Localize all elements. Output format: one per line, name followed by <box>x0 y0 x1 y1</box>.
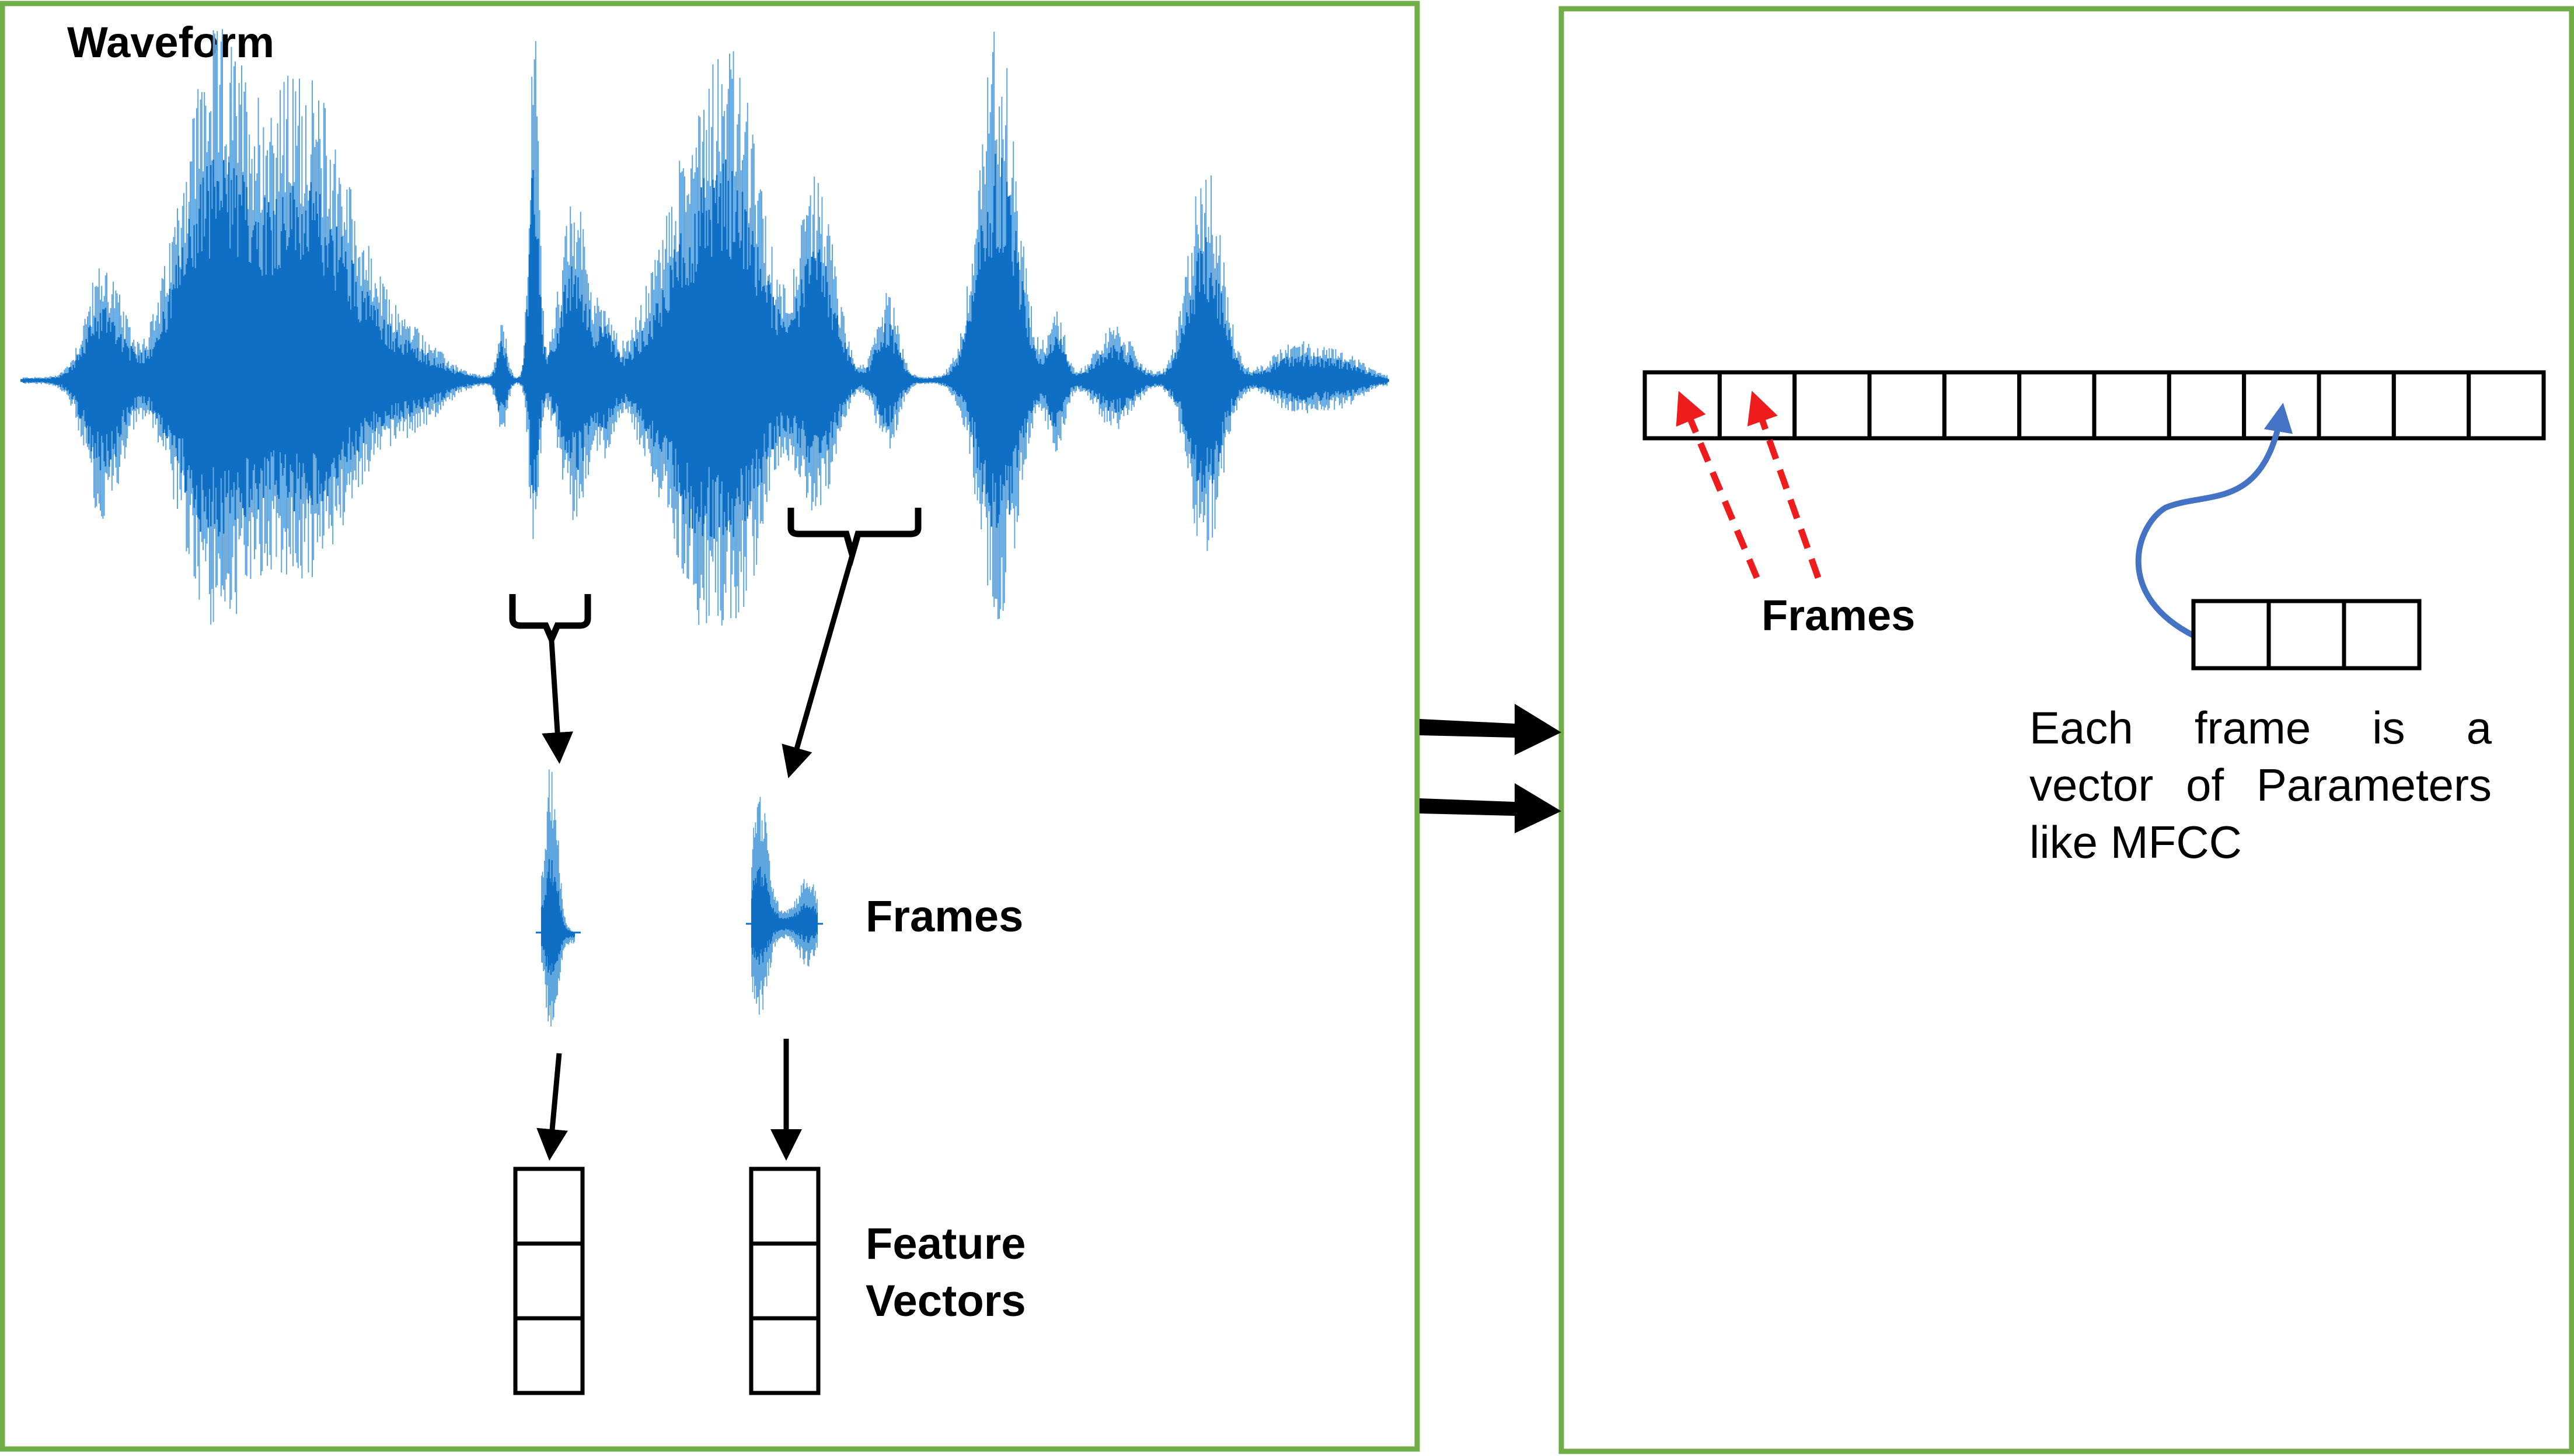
description-line-2: vector of Parameters <box>2029 759 2492 811</box>
red-dashed-arrow-1 <box>1676 390 1760 579</box>
panel-connector-arrows <box>1419 704 1561 833</box>
frame-cell <box>2017 370 2097 441</box>
blue-curved-arrow <box>2135 403 2293 639</box>
arrow-bracket2-to-frame2 <box>782 554 855 778</box>
right-panel <box>1558 6 2574 1454</box>
frame-bracket-2 <box>787 508 922 567</box>
speech-waveform <box>20 29 1389 626</box>
feature-vector-2 <box>749 1167 821 1395</box>
arrow-frame1-to-vector1 <box>536 1053 568 1161</box>
right-frames-label: Frames <box>1762 591 1915 640</box>
parameter-vector <box>2191 599 2422 671</box>
frame-cell <box>1717 370 1797 441</box>
description-line-3: like MFCC <box>2029 816 2242 868</box>
waveform-title: Waveform <box>67 18 274 67</box>
frame-bracket-1 <box>509 594 591 647</box>
extracted-frame-2 <box>746 797 823 1015</box>
frame-cell <box>2317 370 2396 441</box>
arrow-bracket1-to-frame1 <box>542 640 574 764</box>
frame-cell <box>1867 370 1947 441</box>
red-dashed-arrow-2 <box>1747 390 1822 579</box>
parameter-cell <box>2266 599 2346 671</box>
feature-vectors-label-line2: Vectors <box>866 1276 1026 1326</box>
frame-cell <box>2167 370 2247 441</box>
extracted-frame-1 <box>536 769 581 1026</box>
description-line-1: Each frame is a <box>2029 702 2492 753</box>
frame-cell <box>1792 370 1872 441</box>
parameter-cell <box>2342 599 2422 671</box>
frame-cell <box>2242 370 2321 441</box>
frame-cell <box>1642 370 1722 441</box>
frame-sequence <box>1642 370 2546 441</box>
left-frames-label: Frames <box>866 892 1023 941</box>
waveform-inner-trace <box>22 153 1388 539</box>
frame-cell <box>1942 370 2022 441</box>
feature-vectors-label-line1: Feature <box>866 1219 1026 1269</box>
frame-cell <box>2467 370 2546 441</box>
frame-cell <box>2092 370 2171 441</box>
left-panel <box>0 1 1420 1452</box>
parameter-cell <box>2191 599 2271 671</box>
feature-vector-1 <box>513 1167 585 1395</box>
frame-cell <box>2391 370 2471 441</box>
